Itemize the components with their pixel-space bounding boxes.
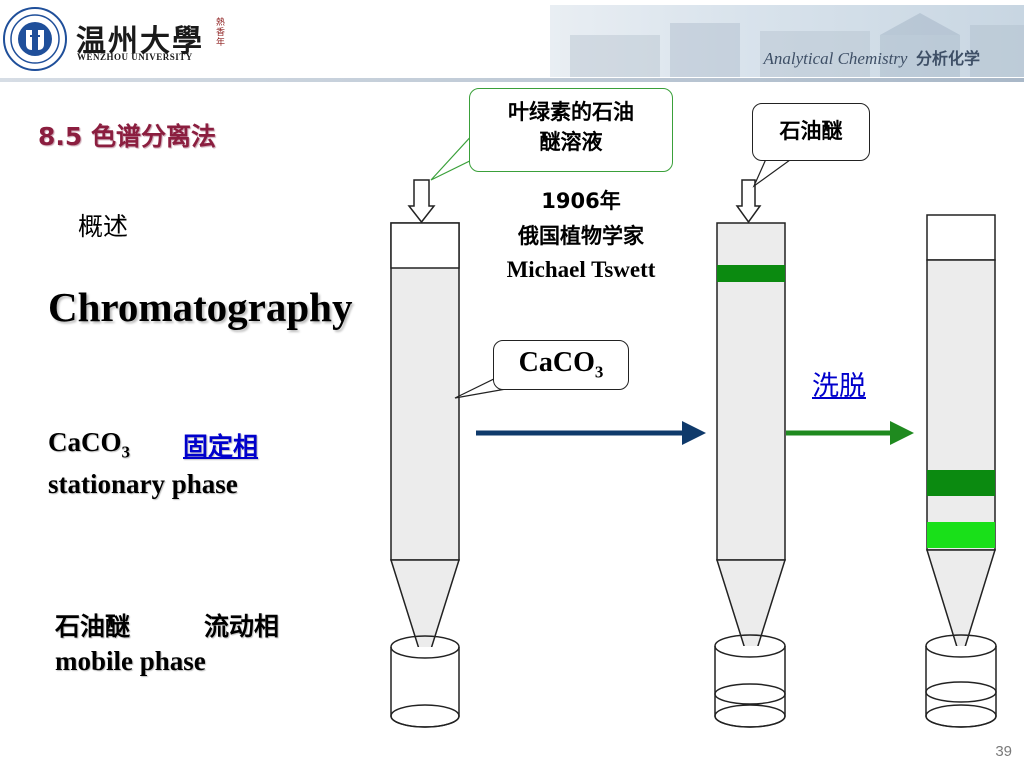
callout-caco3-formula: CaCO <box>518 347 595 378</box>
page-number: 39 <box>995 743 1012 760</box>
mobile-phase-en: mobile phase <box>55 646 206 676</box>
campus-banner: Analytical Chemistry 分析化学 <box>550 5 1024 77</box>
pigment-band-light <box>927 522 995 548</box>
callout-extract: 叶绿素的石油 醚溶液 <box>469 88 673 172</box>
stationary-phase-formula: CaCO3 <box>48 427 130 462</box>
callout-extract-line2: 醚溶液 <box>539 130 603 154</box>
beaker-2 <box>714 634 786 728</box>
header-bar: 温州大學 熱香年 WENZHOU UNIVERSITY Analytical C… <box>0 0 1024 78</box>
stationary-phase-en: stationary phase <box>48 469 238 499</box>
history-year: 1906年 <box>541 189 621 213</box>
logo-calligraphy: 熱香年 <box>216 18 226 48</box>
chromatography-term: Chromatography <box>48 284 353 330</box>
column-2 <box>715 222 787 671</box>
history-name: Michael Tswett <box>506 257 656 282</box>
inflow-arrow-1 <box>407 179 436 224</box>
callout-solvent: 石油醚 <box>752 103 870 161</box>
course-title: Analytical Chemistry 分析化学 <box>763 45 980 69</box>
beaker-3 <box>925 634 997 728</box>
mobile-phase-solvent: 石油醚 <box>55 612 131 641</box>
campus-building-image <box>570 13 1024 77</box>
elution-arrow-green <box>786 421 914 445</box>
history-note: 1906年 俄国植物学家 Michael Tswett <box>476 184 686 286</box>
column-1 <box>389 222 461 671</box>
section-title: 8.5 色谱分离法 <box>38 122 216 151</box>
process-arrow-blue <box>476 421 706 445</box>
callout-extract-line1: 叶绿素的石油 <box>508 100 634 124</box>
overview-heading: 概述 <box>78 212 129 241</box>
history-role: 俄国植物学家 <box>518 224 644 248</box>
mobile-phase-cn: 流动相 <box>204 612 280 641</box>
callout-caco3: CaCO3 <box>493 340 629 390</box>
university-name-en: WENZHOU UNIVERSITY <box>77 52 193 62</box>
stationary-phase-link[interactable]: 固定相 <box>183 432 259 461</box>
callout-solvent-text: 石油醚 <box>779 119 843 143</box>
header-divider <box>0 78 1024 82</box>
beaker-1 <box>390 635 460 728</box>
course-title-cn: 分析化学 <box>915 49 980 68</box>
pigment-band-dark <box>927 470 995 496</box>
university-logo-icon <box>3 7 67 71</box>
elute-link[interactable]: 洗脱 <box>812 371 866 402</box>
pigment-band-top <box>717 265 785 282</box>
callout-caco3-sub: 3 <box>594 362 604 382</box>
column-3 <box>925 214 997 663</box>
course-title-en: Analytical Chemistry <box>763 49 908 68</box>
university-name-cn: 温州大學 <box>76 24 204 59</box>
inflow-arrow-2 <box>735 179 762 224</box>
